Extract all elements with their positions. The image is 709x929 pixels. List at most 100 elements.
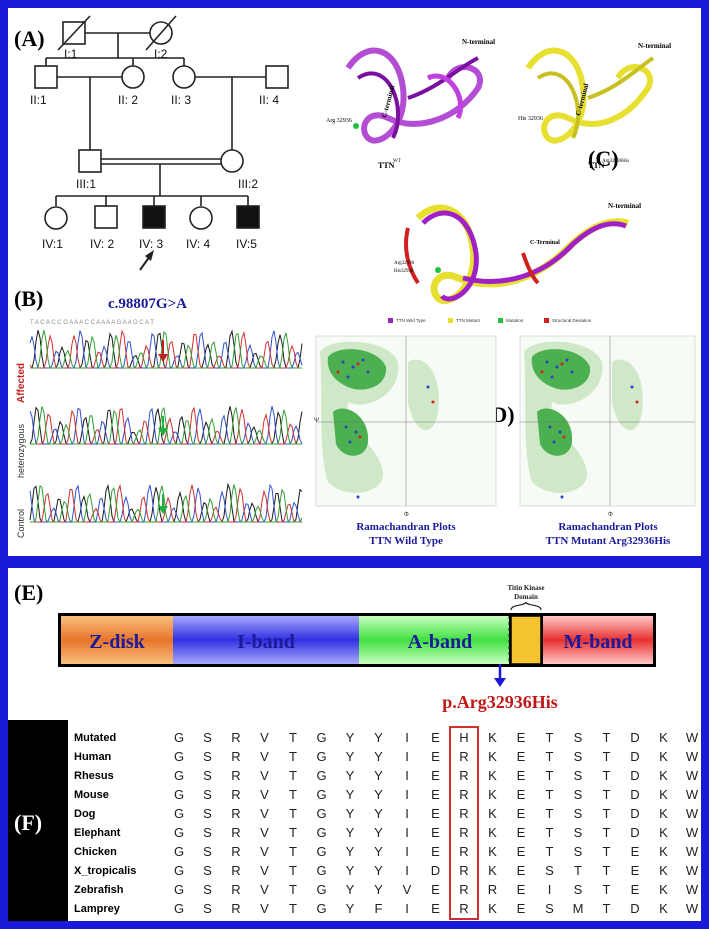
residue: E [516,787,526,802]
residue: G [173,749,185,764]
residue: S [573,844,583,859]
residue: T [289,768,297,783]
species-label: Zebrafish [74,884,124,896]
residue: R [459,901,469,916]
titin-kinase-domain [510,615,542,665]
residue: G [173,787,185,802]
residue: T [545,749,554,764]
pedigree-IV5-affected [236,205,260,229]
residue: S [203,901,212,916]
residue: G [316,882,327,897]
residue: W [685,825,699,840]
chromatogram-trace [30,484,303,523]
residue: S [203,806,212,821]
residue: T [289,787,297,802]
residue: T [289,749,297,764]
residue: T [289,825,297,840]
ped-label: IV:1 [42,237,63,251]
residue: R [231,825,241,840]
proband-arrow-icon [145,250,154,261]
residue: G [173,863,185,878]
residue: K [659,806,668,821]
residue: T [545,844,554,859]
legend-label: Mutation [506,318,524,323]
chromatogram-trace [30,330,302,369]
residue: T [602,882,611,897]
species-label: Mutated [74,732,117,744]
residue: Y [374,749,383,764]
residue: E [431,768,440,783]
variant-label: p.Arg32936His [442,692,558,712]
residue: R [231,844,241,859]
residue: K [488,825,497,840]
label-c: (C) [588,146,619,171]
band-zdisk [61,616,173,664]
pedigree-chart: I:1 I:2 II:1 II: 2 II: 3 II: 4 III:1 III… [30,15,289,271]
residue: D [630,806,640,821]
residue: V [260,863,269,878]
residue: D [630,749,640,764]
residue: W [685,806,699,821]
residue: S [203,749,212,764]
ped-label: III:1 [76,177,96,191]
residue: S [203,825,212,840]
residue: G [173,844,185,859]
legend-swatch [448,318,453,323]
residue: M [572,901,584,916]
pedigree-III1 [78,149,102,173]
residue: E [516,768,526,783]
residue: Y [374,787,383,802]
mutant-structure [525,47,655,144]
pedigree-III2 [220,149,244,173]
residue: G [173,768,185,783]
residue: D [630,787,640,802]
residue: H [459,730,469,745]
residue: R [231,730,241,745]
residue: T [602,730,611,745]
residue: E [431,749,440,764]
residue: F [374,901,383,916]
ov-nterm: N-terminal [608,202,641,210]
ov-cterm: C-Terminal [530,240,560,246]
residue: S [203,882,212,897]
species-label: Lamprey [74,903,120,915]
residue: S [203,730,212,745]
species-label: Dog [74,808,96,820]
residue: W [685,768,699,783]
residue: T [545,806,554,821]
residue: Y [345,768,355,783]
residue: T [602,806,611,821]
pedigree-II4 [265,65,289,89]
residue: E [431,882,440,897]
legend-swatch [498,318,503,323]
rama-mut-title1: Ramachandran Plots [558,521,658,533]
residue: R [459,825,469,840]
sequence-alignment: MutatedGSRVTGYYIEHKETSTDKWVHumanGSRVTGYY… [68,726,699,920]
residue: T [602,901,611,916]
residue: T [289,806,297,821]
residue: K [659,768,668,783]
chromatogram-trace [30,483,302,523]
residue: D [630,901,640,916]
residue: T [545,730,554,745]
residue: V [260,749,269,764]
residue: G [316,806,327,821]
mband-label: M-band [564,631,633,653]
ped-label: I:2 [154,47,168,61]
residue: E [431,844,440,859]
residue: S [573,825,583,840]
residue: K [659,730,668,745]
residue: E [431,730,440,745]
rama-mutant [519,335,696,507]
residue: W [685,844,699,859]
residue: I [405,768,409,783]
mut-label: TTN [588,161,605,170]
residue: T [602,844,611,859]
residue: G [316,901,327,916]
residue: T [602,768,611,783]
residue: S [573,749,583,764]
ramachandran-panel: Ψ Φ Ramachandran Plots TTN Wild Type Φ R… [314,335,696,547]
residue: S [573,787,583,802]
wt-label: TTN [378,161,395,170]
residue: W [685,787,699,802]
